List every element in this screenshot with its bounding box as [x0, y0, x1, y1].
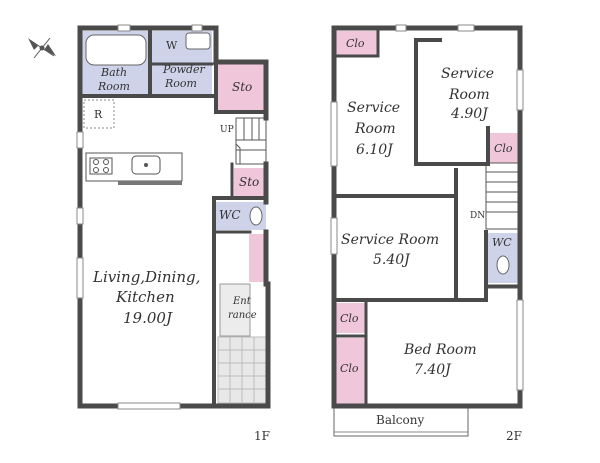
label-balcony: Balcony: [376, 413, 424, 427]
label-svc3-2: 5.40J: [373, 252, 411, 268]
room-clo2-fill: [488, 133, 520, 163]
label-powder-2: Room: [164, 77, 197, 90]
window-2f-top: [457, 24, 475, 32]
balcony-outline: [333, 405, 469, 437]
floor-2f: [330, 24, 524, 437]
floor-label-1f: 1F: [254, 429, 270, 443]
room-powder-fill: [150, 64, 212, 96]
label-sto2: Sto: [239, 175, 259, 189]
label-clo2: Clo: [494, 142, 513, 155]
floor-1f: [76, 24, 271, 410]
north-arrow-icon: [28, 37, 56, 59]
bathtub: [85, 34, 147, 66]
label-svc3-1: Service Room: [341, 232, 439, 248]
label-svc2-2: Room: [448, 87, 490, 103]
entrance-floor: [219, 283, 251, 337]
window-2f-right2: [516, 299, 524, 391]
refrigerator-outline: [83, 99, 115, 129]
entrance-tiles: [217, 336, 267, 404]
stairs-1f: [235, 117, 267, 165]
kitchen-counter: [85, 152, 183, 185]
window-2f-top2: [395, 24, 407, 32]
label-dn: DN: [470, 211, 485, 221]
window-1f-left2: [76, 131, 84, 149]
label-svc1-2: Room: [354, 121, 396, 137]
window-1f-top2: [191, 24, 203, 32]
label-ldk-3: 19.00J: [123, 309, 173, 327]
label-bed-1: Bed Room: [403, 342, 477, 358]
label-ldk-2: Kitchen: [115, 288, 175, 306]
window-2f-left1: [330, 101, 338, 167]
label-svc2-1: Service: [441, 66, 494, 82]
label-ent-2: rance: [228, 310, 257, 321]
label-clo1: Clo: [346, 37, 365, 50]
label-clo4: Clo: [340, 362, 359, 375]
room-sto2-fill: [234, 168, 266, 196]
label-bed-2: 7.40J: [414, 362, 452, 378]
label-bath-1: Bath: [100, 66, 127, 79]
label-w: W: [166, 39, 178, 52]
label-wc2: WC: [492, 236, 512, 249]
label-ent-1: Ent: [232, 296, 252, 307]
toilet-2f: [496, 255, 510, 275]
label-sto1: Sto: [232, 80, 252, 94]
label-svc1-3: 6.10J: [356, 142, 394, 158]
label-powder-1: Powder: [162, 63, 206, 76]
label-wc: WC: [219, 208, 241, 222]
label-bath-2: Room: [97, 80, 130, 93]
window-1f-top: [117, 24, 131, 32]
label-up: UP: [220, 125, 234, 135]
room-clo1-fill: [334, 31, 378, 55]
room-clo4-fill: [334, 338, 366, 404]
label-r: R: [94, 108, 103, 121]
washbasin: [185, 32, 211, 50]
label-ldk-1: Living,Dining,: [92, 268, 200, 286]
window-2f-right1: [516, 69, 524, 111]
label-clo3: Clo: [340, 312, 359, 325]
window-1f-left3: [76, 207, 84, 225]
closet-1f-fill: [249, 234, 266, 282]
label-svc2-3: 4.90J: [450, 106, 489, 122]
window-2f-left2: [330, 217, 338, 255]
floor-label-2f: 2F: [506, 429, 522, 443]
room-clo3-fill: [334, 303, 366, 333]
window-1f-bottom: [117, 402, 181, 410]
toilet-1f: [249, 206, 263, 226]
label-svc1-1: Service: [347, 100, 400, 116]
window-1f-left: [76, 257, 84, 299]
room-sto1-fill: [218, 62, 266, 112]
